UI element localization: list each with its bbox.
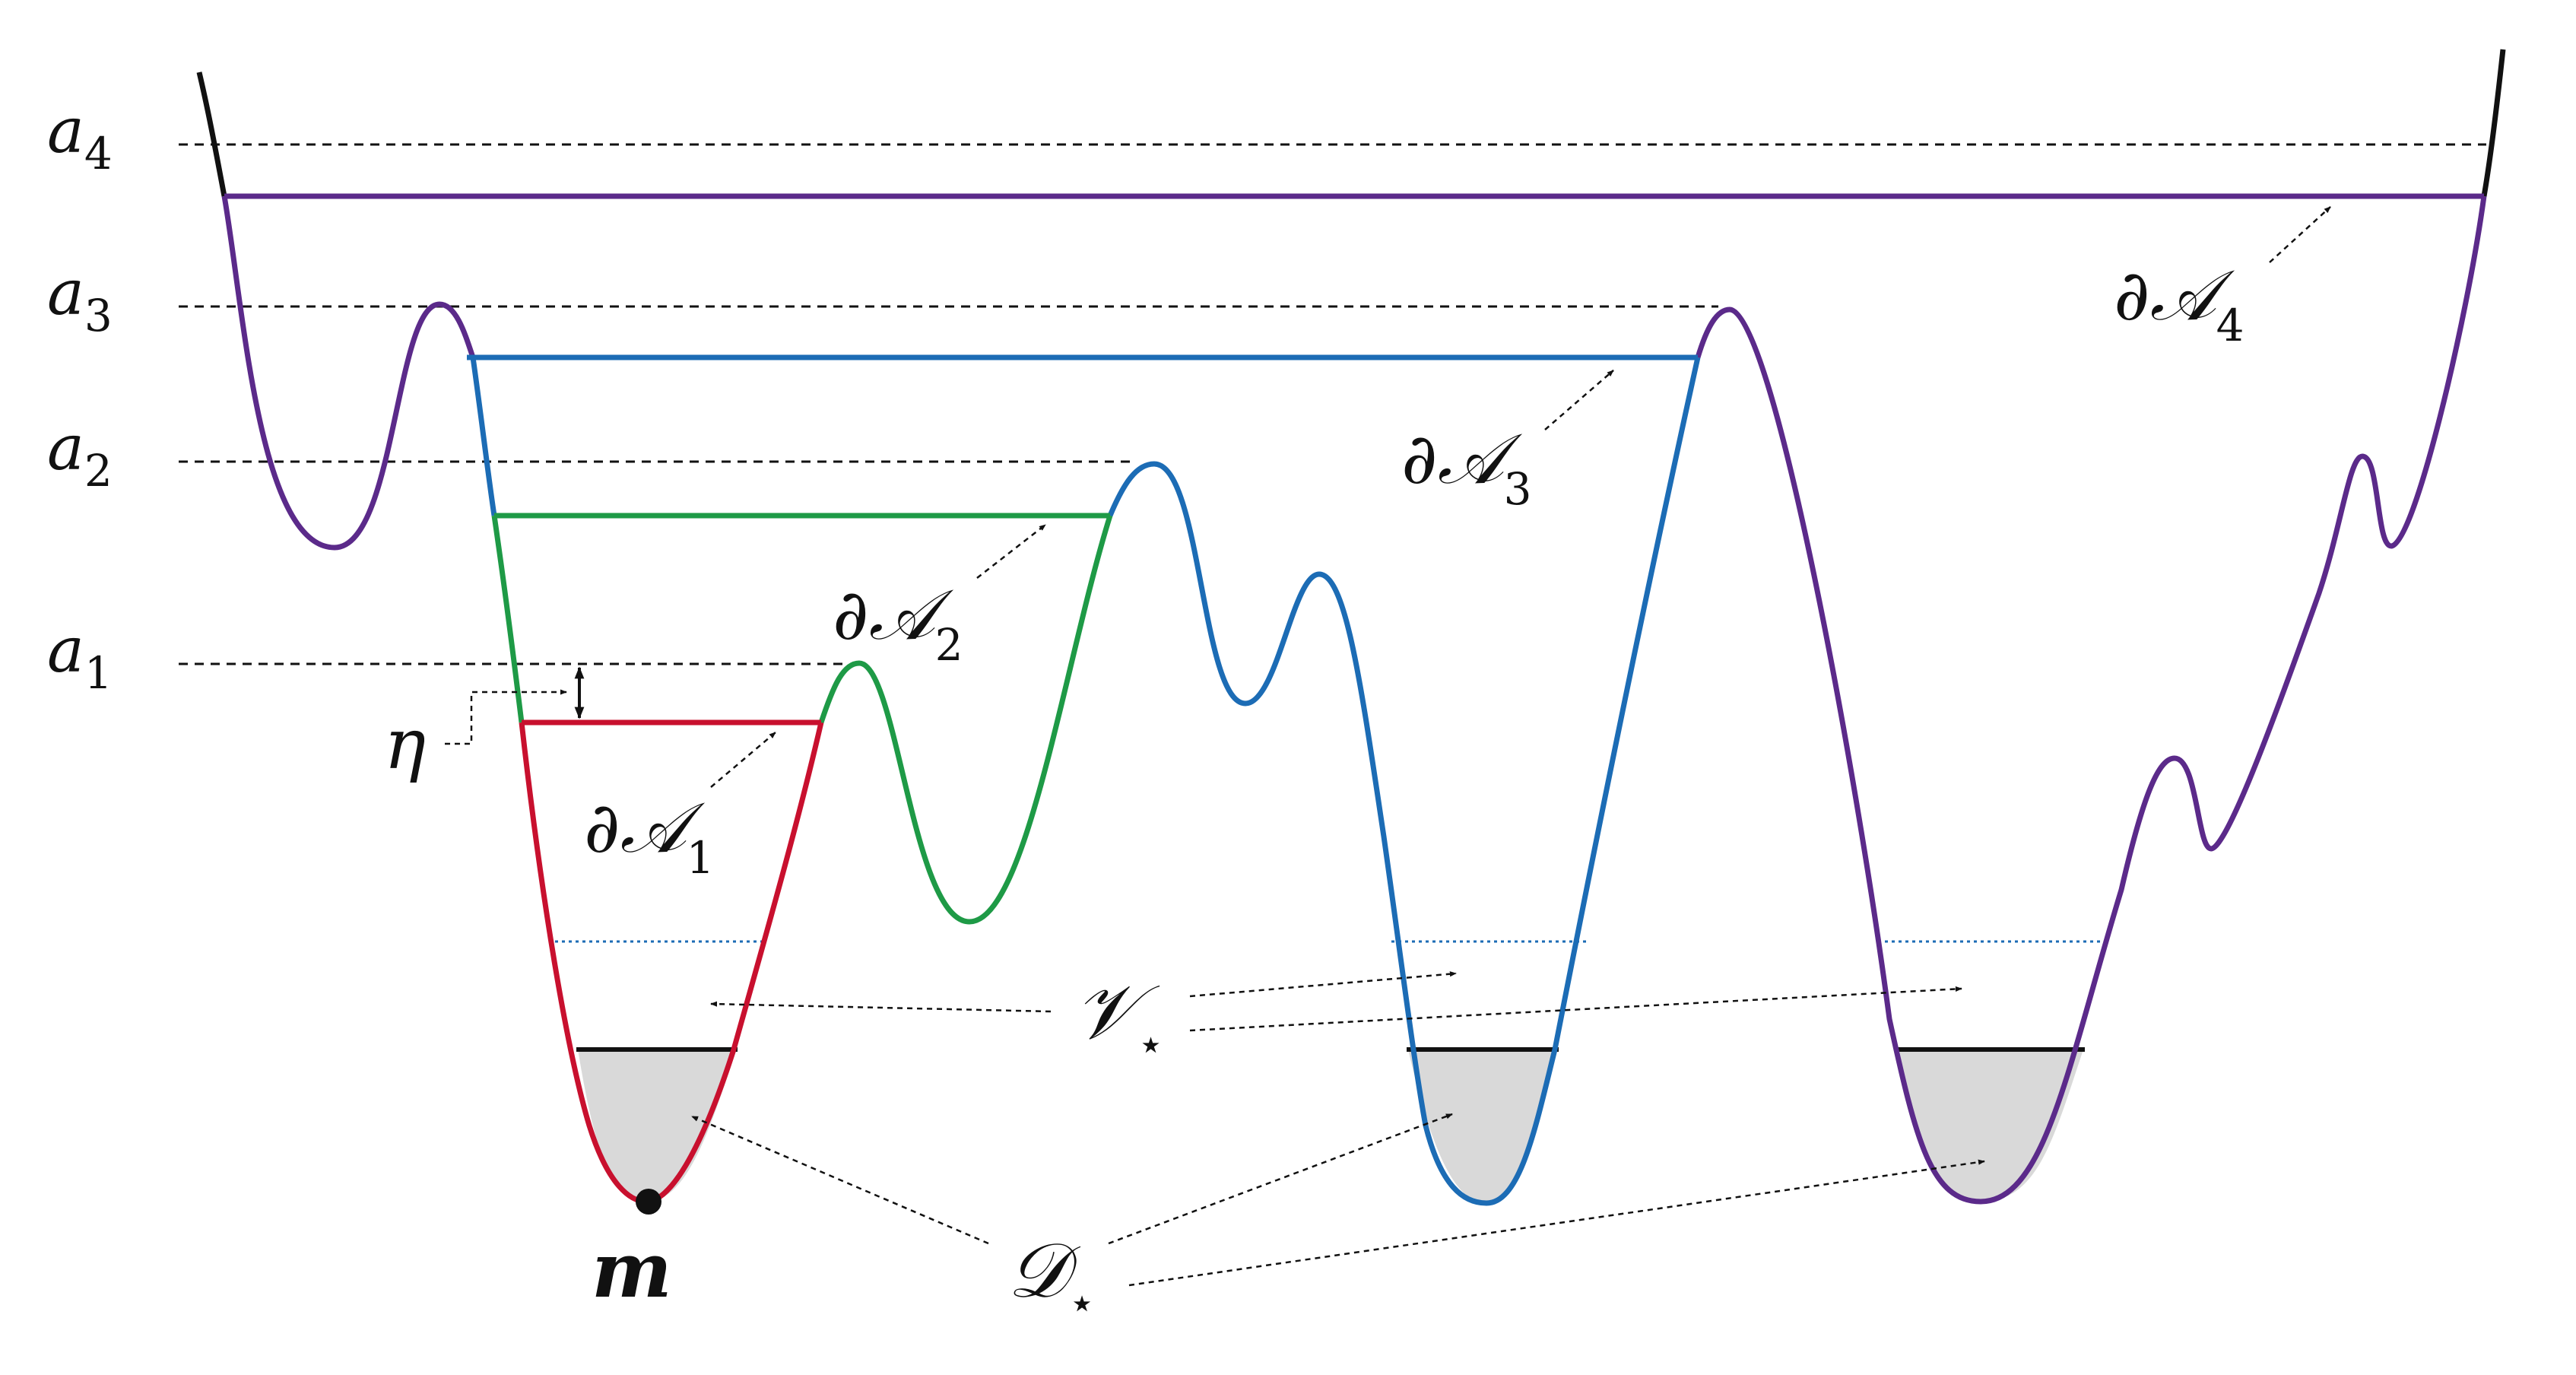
level-label-a3: a3 — [47, 257, 113, 341]
boundary-label-A2: ∂𝒜2 — [833, 574, 963, 671]
eta-label: η — [384, 703, 426, 785]
deep-arrow-middle — [1108, 1113, 1453, 1245]
eta-indicator: η — [384, 666, 585, 785]
deep-label: 𝒟⋆ — [1007, 1226, 1096, 1329]
valley-arrow-middle — [1189, 971, 1457, 998]
boundary-labels: ∂𝒜1 ∂𝒜2 ∂𝒜3 ∂𝒜4 — [584, 206, 2331, 884]
outer-walls — [196, 49, 2506, 197]
curve-A2-left-segment — [491, 515, 525, 723]
curve-A3-right-segment — [1107, 357, 1701, 1206]
deep-regions — [578, 1050, 2083, 1203]
level-label-a1: a1 — [47, 614, 113, 699]
minimum-point — [636, 1189, 661, 1215]
curve-A4-left-segment — [221, 195, 476, 551]
curve-A2-right-segment — [818, 514, 1113, 925]
deep-arrow-left — [691, 1115, 989, 1245]
level-label-a4: a4 — [47, 95, 113, 179]
curve-A4 — [221, 193, 2487, 1205]
valley-arrow-left — [710, 1001, 1052, 1013]
valley-arrow-right — [1189, 986, 1962, 1032]
outer-wall-right — [2481, 49, 2506, 197]
valley-annotation: 𝒱⋆ — [710, 967, 1962, 1070]
curve-A3-left-segment — [470, 357, 497, 516]
boundary-label-A1: ∂𝒜1 — [584, 787, 715, 884]
deep-region-left — [578, 1050, 736, 1202]
eta-pointer — [445, 689, 567, 745]
minimum-label: m — [592, 1225, 672, 1315]
curve-A4-right-segment — [1695, 195, 2487, 1205]
curve-A3 — [467, 354, 1701, 1206]
boundary-label-A3: ∂𝒜3 — [1401, 418, 1532, 515]
boundary-label-A4: ∂𝒜4 — [2114, 255, 2244, 351]
curve-A2 — [491, 513, 1113, 925]
deep-annotation: 𝒟⋆ — [691, 1113, 1985, 1329]
arrow-A3 — [1544, 370, 1614, 430]
deep-arrow-right — [1128, 1159, 1985, 1287]
arrow-A4 — [2269, 206, 2331, 263]
level-label-a2: a2 — [47, 412, 113, 497]
arrow-A1 — [710, 732, 776, 788]
valley-label: 𝒱⋆ — [1074, 967, 1165, 1070]
arrow-A2 — [976, 524, 1046, 579]
outer-wall-left — [196, 71, 227, 197]
deep-region-right — [1899, 1050, 2083, 1202]
level-labels: a4 a3 a2 a1 — [47, 95, 113, 699]
